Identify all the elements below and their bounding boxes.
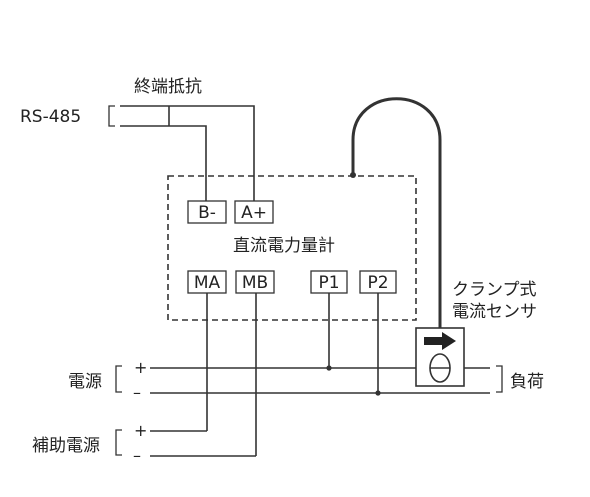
- load-label: 負荷: [510, 372, 544, 392]
- power-supply-label: 電源: [68, 372, 102, 392]
- meter-outline: [167, 175, 417, 321]
- terminal-p2-box: [359, 270, 397, 294]
- meter-label: 直流電力量計: [233, 236, 335, 256]
- terminal-a-plus: A+: [241, 203, 267, 223]
- terminal-mb: MB: [242, 273, 268, 293]
- terminal-p1: P1: [318, 273, 339, 293]
- power-minus-sign: –: [133, 383, 141, 402]
- terminal-b-minus-box: [187, 200, 227, 224]
- aux-minus-sign: –: [133, 446, 141, 465]
- sensor-label-line2: 電流センサ: [452, 302, 537, 322]
- power-bracket: [115, 365, 122, 393]
- wire-rs485-upper: [120, 105, 255, 201]
- power-plus-sign: +: [134, 358, 147, 377]
- sensor-cable-junction: [350, 172, 356, 178]
- terminal-ma: MA: [194, 273, 221, 293]
- aux-power-bracket: [115, 429, 122, 456]
- rs485-bracket: [108, 105, 115, 127]
- junction-p2: [375, 390, 381, 396]
- sensor-cable: [351, 97, 442, 328]
- arrow-right-icon: [424, 332, 456, 350]
- junction-p1: [326, 365, 332, 371]
- terminal-p1-box: [310, 270, 348, 294]
- aux-power-supply-label: 補助電源: [32, 436, 100, 456]
- terminating-resistor-label: 終端抵抗: [134, 77, 202, 97]
- terminal-p2: P2: [367, 273, 388, 293]
- terminal-b-minus: B-: [198, 203, 216, 223]
- sensor-label-line1: クランプ式: [452, 280, 537, 300]
- load-bracket: [496, 365, 503, 393]
- rs485-label: RS-485: [20, 107, 81, 127]
- wire-rs485-lower: [120, 125, 207, 201]
- terminal-a-plus-box: [234, 200, 274, 224]
- terminal-ma-box: [187, 270, 227, 294]
- aux-plus-sign: +: [134, 421, 147, 440]
- terminal-mb-box: [235, 270, 275, 294]
